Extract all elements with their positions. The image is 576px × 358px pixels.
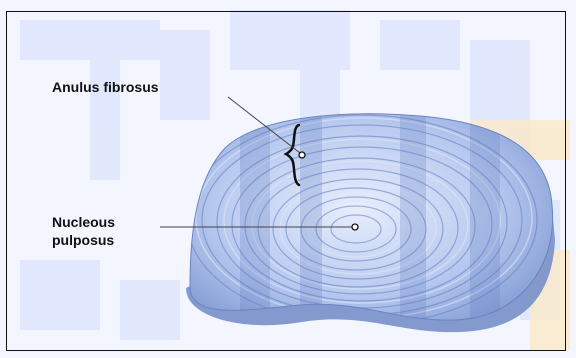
nucleus-label-line-2: pulposus xyxy=(52,231,152,249)
nucleus-pointer-dot xyxy=(352,224,358,230)
anulus-pointer-dot xyxy=(299,152,305,158)
nucleus-pulposus-label: Nucleous pulposus xyxy=(52,213,152,249)
anulus-fibrosus-label: Anulus fibrosus xyxy=(52,78,159,96)
nucleus-label-line-1: Nucleous xyxy=(52,213,152,231)
